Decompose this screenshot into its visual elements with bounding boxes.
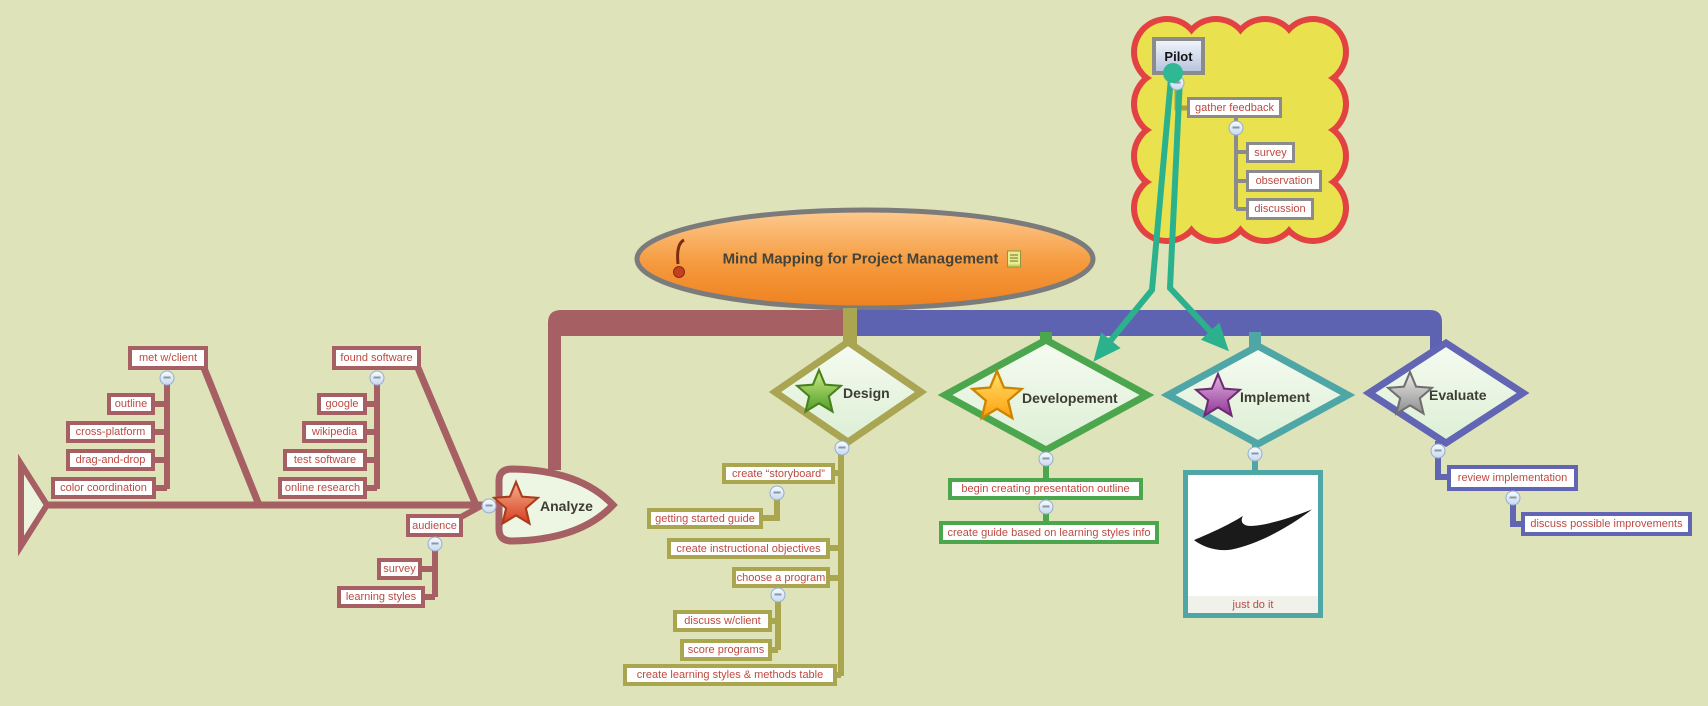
node-getting-started-guide[interactable]: getting started guide [647,508,763,529]
main-branch-bar [857,310,1442,350]
design-node-label[interactable]: Design [843,385,890,401]
node-learning-styles[interactable]: learning styles [337,586,425,608]
evaluate-node-label[interactable]: Evaluate [1429,387,1487,403]
node-survey-pilot[interactable]: survey [1246,142,1295,163]
nike-image-node[interactable]: just do it [1183,470,1323,618]
node-stars [491,367,1435,526]
nike-swoosh-image [1194,509,1312,551]
node-online-research[interactable]: online research [278,477,367,499]
design-node-diamond[interactable] [768,337,928,447]
collapse-button-met-w-client[interactable] [159,370,175,386]
collapse-button-analyze[interactable] [481,498,497,514]
collapse-button-review-implementation[interactable] [1505,490,1521,506]
node-test-software[interactable]: test software [283,449,367,471]
node-met-w-client[interactable]: met w/client [128,346,208,370]
node-choose-a-program[interactable]: choose a program [732,567,830,588]
design-star-icon [794,367,844,414]
collapse-button-evaluate[interactable] [1430,443,1446,459]
node-create-instructional-objectives[interactable]: create instructional objectives [667,538,830,559]
node-begin-creating-presentation-outline[interactable]: begin creating presentation outline [948,478,1143,500]
priority-icon [673,238,685,278]
collapse-button-choose-a-program[interactable] [770,587,786,603]
node-survey-analyze[interactable]: survey [377,558,422,580]
node-create-storyboard[interactable]: create “storyboard” [722,463,835,484]
collapse-button-create-storyboard[interactable] [769,485,785,501]
node-outline[interactable]: outline [107,393,155,415]
collapse-button-developement[interactable] [1038,451,1054,467]
collapse-button-found-software[interactable] [369,370,385,386]
pilot-label: Pilot [1164,48,1193,64]
node-discuss-w-client[interactable]: discuss w/client [673,610,772,632]
pilot-node[interactable]: Pilot [1152,37,1205,75]
pilot-relationship-arrows[interactable] [1093,77,1229,362]
node-cross-platform[interactable]: cross-platform [66,421,155,443]
analyze-branch-bar [548,310,843,470]
gather-feedback-child-links [1234,118,1246,211]
developement-star-icon [969,367,1025,421]
design-subtree-links [763,446,844,678]
collapse-button-audience[interactable] [427,536,443,552]
node-observation[interactable]: observation [1246,170,1322,192]
root-title-text: Mind Mapping for Project Management [722,250,999,268]
node-google[interactable]: google [317,393,367,415]
pilot-link-anchor[interactable] [1163,63,1183,83]
node-found-software[interactable]: found software [332,346,421,370]
evaluate-node-diamond[interactable] [1362,338,1530,448]
root-node-oval[interactable] [634,207,1096,311]
collapse-button-implement[interactable] [1247,446,1263,462]
developement-node-diamond[interactable] [937,336,1155,454]
node-create-learning-styles-table[interactable]: create learning styles & methods table [623,664,837,686]
collapse-button-begin-outline[interactable] [1038,499,1054,515]
node-wikipedia[interactable]: wikipedia [302,421,367,443]
node-discussion[interactable]: discussion [1246,198,1314,220]
node-discuss-possible-improvements[interactable]: discuss possible improvements [1521,512,1692,536]
nike-image-caption: just do it [1188,596,1318,613]
root-node[interactable]: Mind Mapping for Project Management [650,250,1094,268]
node-drag-and-drop[interactable]: drag-and-drop [66,449,155,471]
analyze-node-label[interactable]: Analyze [540,498,593,514]
node-create-guide-learning-styles[interactable]: create guide based on learning styles in… [939,521,1159,544]
implement-star-icon [1193,371,1243,418]
node-gather-feedback[interactable]: gather feedback [1187,97,1282,118]
analyze-fishbone-links [45,366,485,600]
analyze-star-icon [491,479,541,526]
node-color-coordination[interactable]: color coordination [51,477,156,499]
node-audience[interactable]: audience [406,514,463,537]
implement-node-diamond[interactable] [1160,342,1356,448]
node-score-programs[interactable]: score programs [680,639,772,661]
collapse-button-gather-feedback[interactable] [1228,120,1244,136]
collapse-button-design[interactable] [834,440,850,456]
evaluate-star-icon [1385,369,1435,416]
developement-node-label[interactable]: Developement [1022,390,1118,406]
note-icon[interactable] [1007,250,1022,268]
implement-node-label[interactable]: Implement [1240,389,1311,405]
fishbone-arrowhead-shape [18,453,51,557]
node-review-implementation[interactable]: review implementation [1447,465,1578,491]
